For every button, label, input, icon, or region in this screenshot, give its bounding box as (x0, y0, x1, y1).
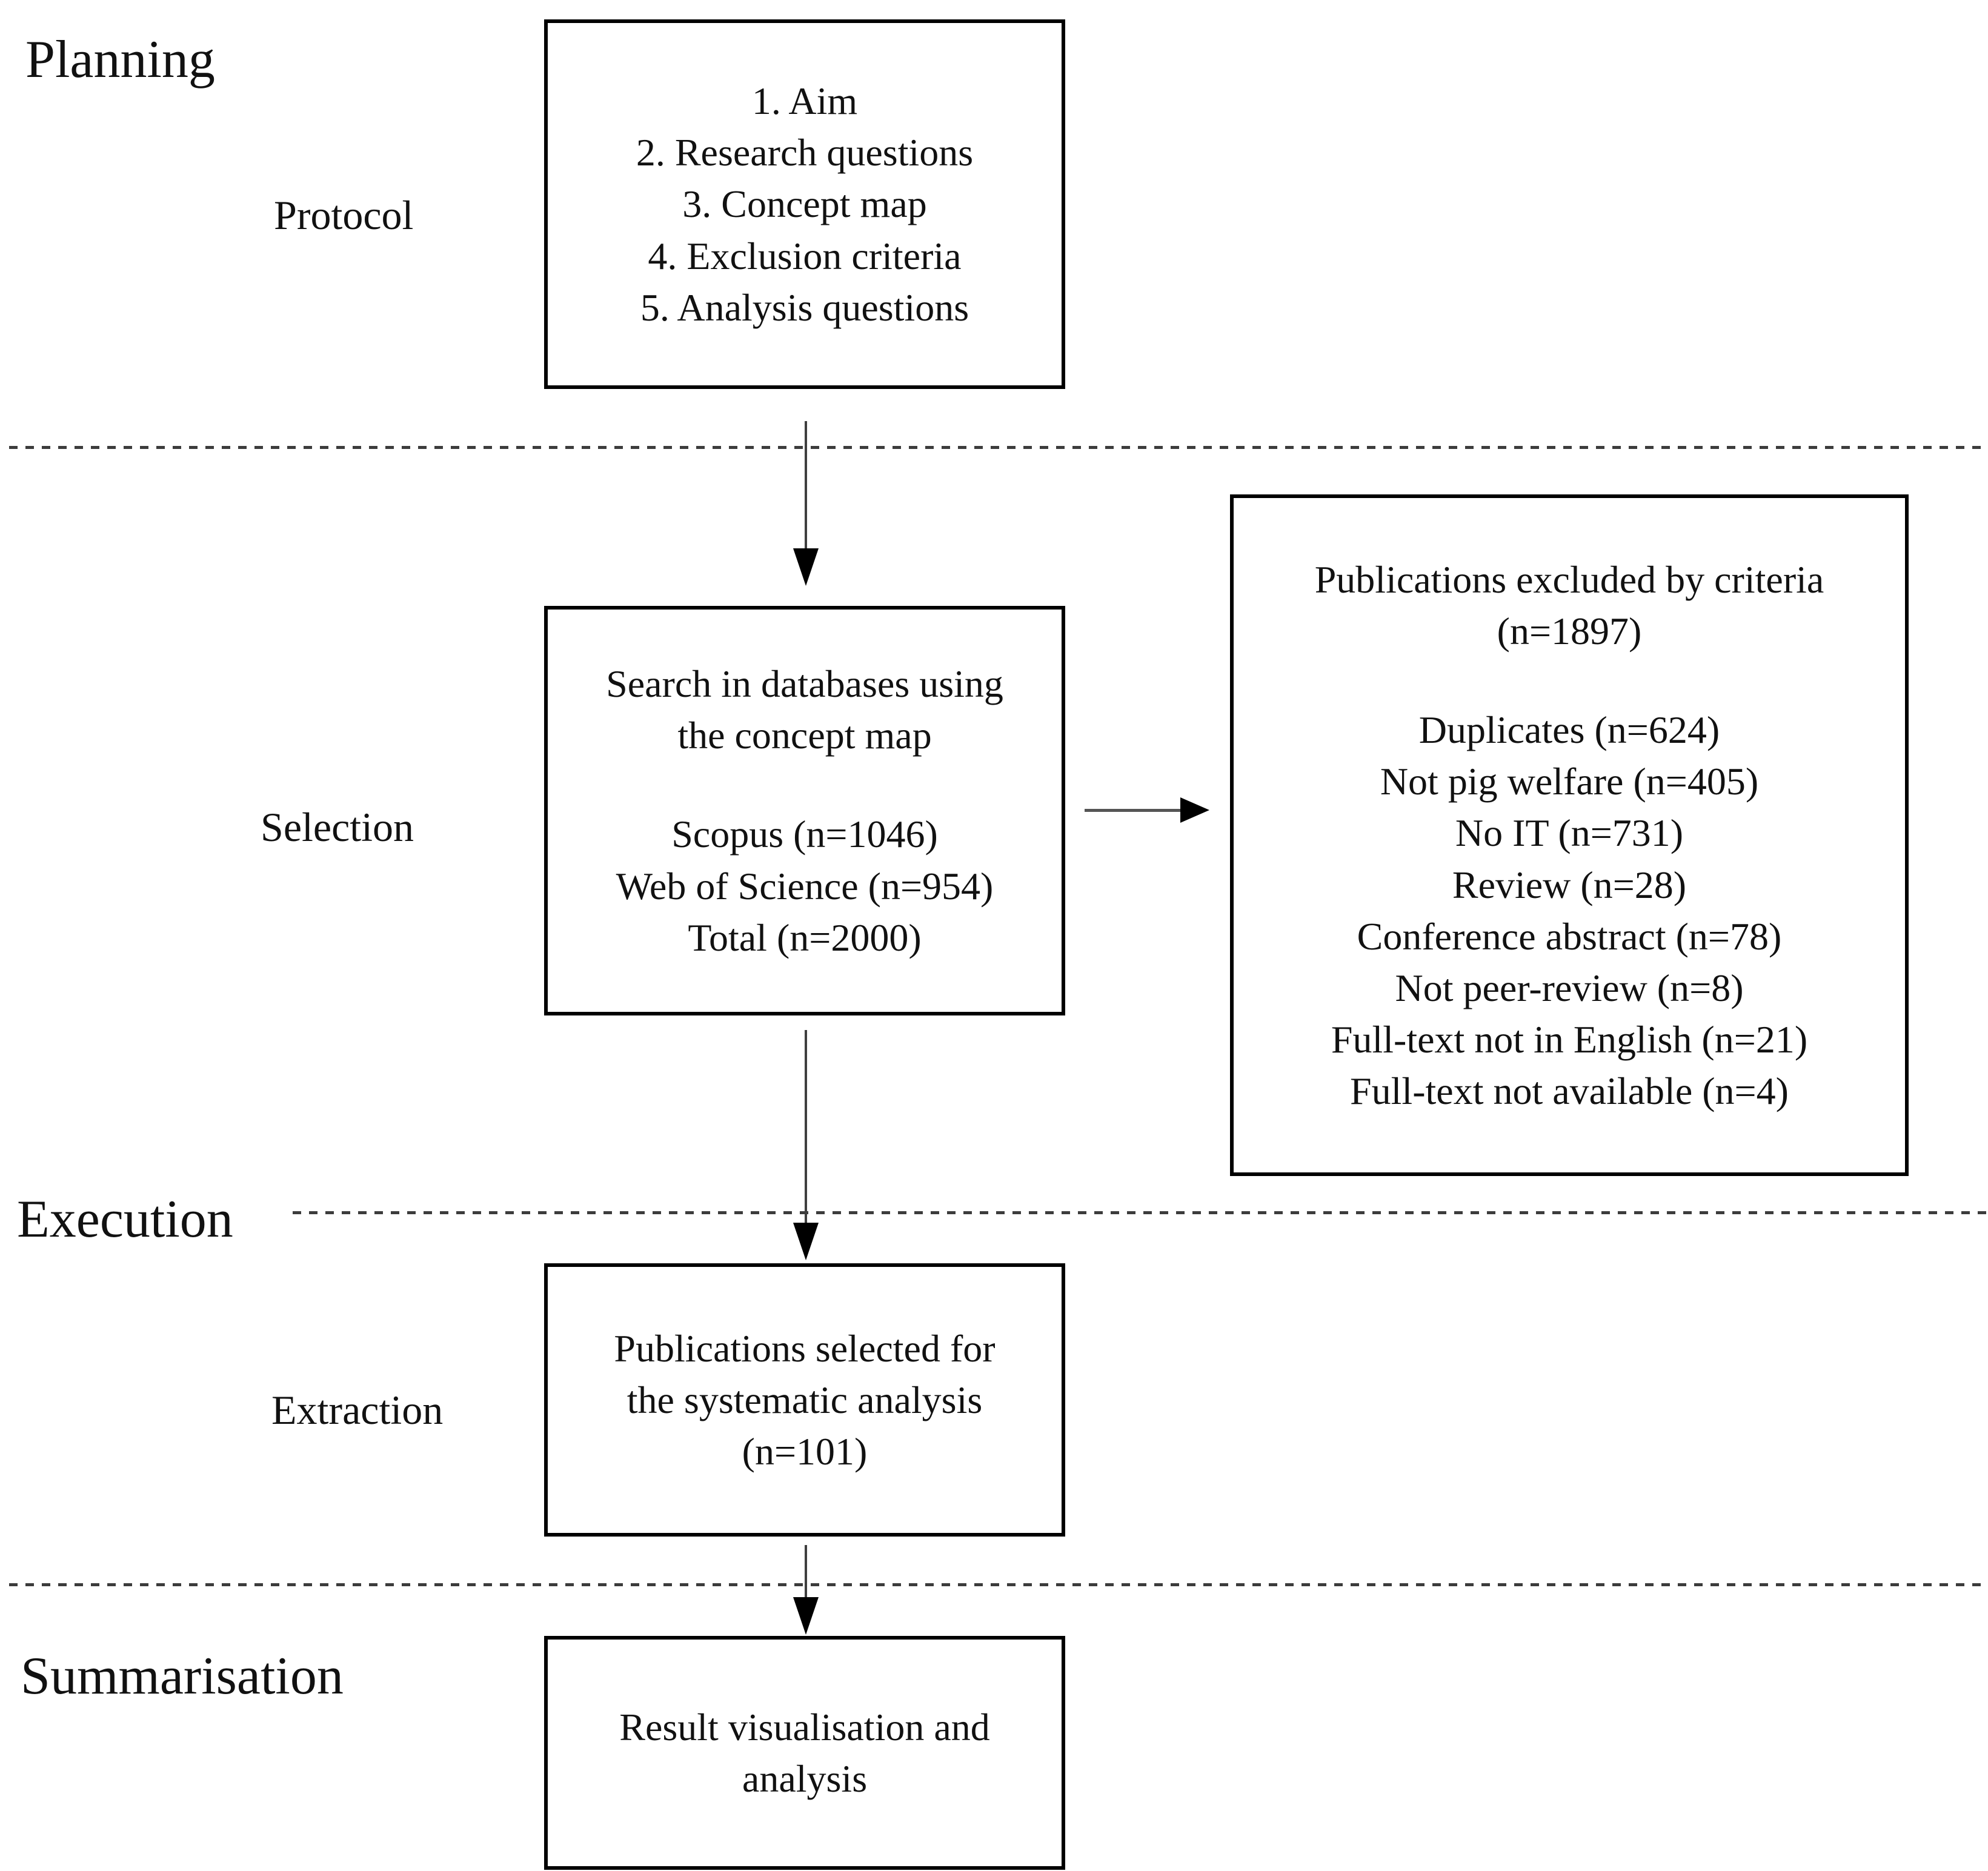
search-result-line: Scopus (n=1046) (671, 813, 938, 856)
summarisation-box-line: Result visualisation and (619, 1705, 990, 1749)
exclusion-reason: No IT (n=731) (1455, 811, 1684, 855)
excluded-box-title-line: (n=1897) (1497, 610, 1642, 653)
search-result-line: Web of Science (n=954) (616, 864, 994, 908)
excluded-box-title-line: Publications excluded by criteria (1314, 557, 1824, 601)
stage-label-selection: Selection (261, 804, 414, 850)
arrow-search-to-excluded-shaft (1085, 809, 1182, 812)
extraction-box-line: Publications selected for (614, 1326, 996, 1370)
exclusion-reason: Not peer-review (n=8) (1395, 966, 1744, 1009)
extraction-box-line: the systematic analysis (627, 1378, 983, 1421)
search-box: Search in databases using the concept ma… (544, 606, 1065, 1015)
stage-label-protocol: Protocol (274, 192, 414, 238)
protocol-item-list: 1. Aim 2. Research questions 3. Concept … (636, 75, 973, 333)
phase-separator-execution (293, 1211, 1988, 1214)
search-result-line: Total (n=2000) (688, 916, 922, 959)
phase-separator-planning-selection (9, 446, 1988, 449)
excluded-box-title: Publications excluded by criteria (n=189… (1315, 554, 1824, 657)
arrow-extraction-to-summarisation-shaft (805, 1545, 807, 1600)
search-box-title: Search in databases using the concept ma… (606, 658, 1003, 761)
arrow-down-icon (793, 1223, 819, 1260)
protocol-item: 3. Concept map (682, 182, 927, 226)
protocol-item: 4. Exclusion criteria (648, 234, 962, 277)
phase-separator-summarisation (9, 1583, 1988, 1586)
extraction-box-line: (n=101) (742, 1430, 868, 1474)
search-box-results: Scopus (n=1046) Web of Science (n=954) T… (616, 808, 994, 963)
exclusion-reason: Review (n=28) (1452, 863, 1687, 906)
arrow-search-to-extraction-shaft (805, 1030, 807, 1224)
exclusion-reason: Not pig welfare (n=405) (1380, 760, 1759, 803)
extraction-box: Publications selected for the systematic… (544, 1263, 1065, 1537)
exclusion-reason: Full-text not available (n=4) (1350, 1069, 1789, 1112)
exclusion-reason-list: Duplicates (n=624) Not pig welfare (n=40… (1331, 704, 1807, 1117)
search-box-title-line: Search in databases using (606, 662, 1003, 706)
arrow-right-icon (1180, 797, 1209, 823)
protocol-item: 5. Analysis questions (640, 285, 969, 329)
summarisation-box-line: analysis (742, 1757, 868, 1800)
arrow-protocol-to-search-shaft (805, 421, 807, 550)
phase-label-execution: Execution (17, 1190, 233, 1249)
stage-label-extraction: Extraction (271, 1387, 444, 1433)
exclusion-reason: Conference abstract (n=78) (1357, 914, 1782, 958)
excluded-publications-box: Publications excluded by criteria (n=189… (1230, 494, 1909, 1176)
protocol-item: 1. Aim (751, 79, 858, 123)
exclusion-reason: Full-text not in English (n=21) (1331, 1017, 1808, 1061)
summarisation-box-text: Result visualisation and analysis (619, 1701, 990, 1804)
protocol-item: 2. Research questions (636, 131, 974, 174)
extraction-box-text: Publications selected for the systematic… (614, 1323, 995, 1477)
phase-label-summarisation: Summarisation (21, 1647, 344, 1706)
arrow-down-icon (793, 548, 819, 586)
phase-label-planning: Planning (25, 30, 215, 89)
summarisation-box: Result visualisation and analysis (544, 1636, 1065, 1870)
exclusion-reason: Duplicates (n=624) (1418, 708, 1720, 752)
search-box-title-line: the concept map (677, 714, 932, 757)
protocol-box: 1. Aim 2. Research questions 3. Concept … (544, 19, 1065, 389)
arrow-down-icon (793, 1597, 819, 1635)
